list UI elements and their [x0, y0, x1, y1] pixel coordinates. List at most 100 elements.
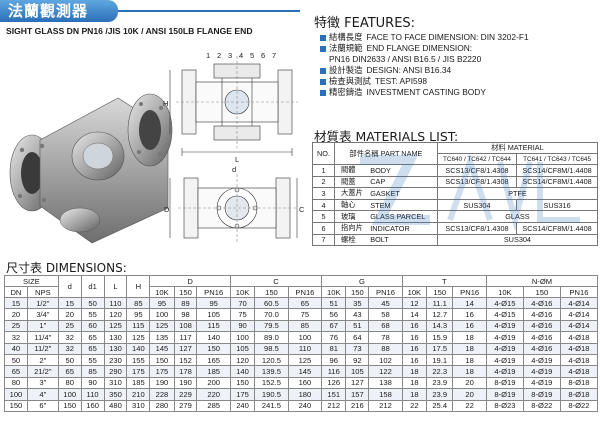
dimension-cell: 60.5 — [254, 296, 289, 310]
dimension-cell: 8-Ø19 — [485, 388, 524, 401]
mat-cell-material-b: SCS14/CF8M/1.4408 — [516, 164, 598, 177]
dimension-cell: 22.3 — [426, 365, 454, 378]
dimension-cell: 115 — [126, 319, 151, 333]
dimension-cell: 4-Ø18 — [559, 353, 599, 367]
dimension-cell: 157 — [345, 388, 370, 401]
bullet-square-icon — [320, 57, 326, 63]
dimension-cell: 8-Ø22 — [559, 399, 599, 412]
mat-cell-no: 4 — [312, 198, 335, 212]
dimension-cell: 175 — [126, 365, 151, 378]
dim-label-small-d: d — [232, 165, 236, 174]
dimension-cell: 4-Ø15 — [485, 308, 524, 321]
dimension-cell: 76 — [321, 331, 347, 344]
dimension-cell: 14 — [452, 296, 487, 310]
dimension-cell: 200 — [196, 376, 231, 390]
dimension-cell: 75 — [287, 308, 323, 321]
dimension-cell: 80 — [4, 376, 28, 390]
dimension-cell: 110 — [80, 388, 105, 401]
title-rule — [118, 10, 300, 12]
dimension-cell: 216 — [345, 399, 370, 412]
callout-3: 3 — [228, 51, 232, 60]
dim-label-l: L — [235, 155, 239, 164]
dimension-cell: 58 — [368, 308, 403, 321]
dim-sub-t-10k: 10K — [401, 286, 428, 298]
dim-sub-d-150: 150 — [173, 286, 198, 298]
dimension-cell: 70.0 — [254, 308, 289, 321]
dimension-cell: 4-Ø16 — [522, 319, 561, 333]
dimension-cell: 175 — [149, 365, 175, 378]
dimension-cell: 4-Ø19 — [485, 319, 524, 333]
dimension-cell: 55 — [80, 353, 105, 367]
feature-text-en: TEST: API598 — [374, 76, 428, 86]
dimension-cell: 25 — [57, 319, 82, 333]
dimension-cell: 279 — [173, 399, 198, 412]
dim-head-dn: DN — [4, 286, 28, 298]
dimension-cell: 21/2" — [26, 365, 59, 378]
dim-head-l: L — [103, 275, 128, 298]
dimension-cell: 18 — [452, 353, 487, 367]
dimension-cell: 230 — [103, 353, 128, 367]
dim-sub-d-pn16: PN16 — [196, 286, 231, 298]
callout-6: 6 — [261, 51, 265, 60]
mat-cell-material-a: PTFE — [436, 187, 599, 200]
dimension-cell: 40 — [4, 342, 28, 355]
dimension-cell: 65 — [287, 296, 323, 310]
dimension-cell: 22 — [452, 399, 487, 412]
dimension-cell: 51 — [321, 296, 347, 310]
dimension-cell: 122 — [368, 365, 403, 378]
dimension-cell: 18 — [401, 365, 428, 378]
dimension-cell: 78 — [368, 331, 403, 344]
dim-sub-n-150: 150 — [522, 286, 561, 298]
dimension-cell: 4" — [26, 388, 59, 401]
mat-cell-material-a: GLASS — [436, 210, 599, 223]
mat-cell-part-zh: 大蓋片 — [334, 187, 370, 200]
dim-sub-d-10k: 10K — [149, 286, 175, 298]
mat-cell-part-en: STEM — [369, 198, 438, 212]
dimension-cell: 290 — [103, 365, 128, 378]
dim-head-n: N-ØM — [485, 275, 599, 287]
dimension-cell: 67 — [321, 319, 347, 333]
section-drawing — [169, 56, 298, 156]
dimension-cell: 280 — [149, 399, 175, 412]
dimension-cell: 20 — [4, 308, 28, 321]
dimension-cell: 95 — [149, 296, 175, 310]
dimension-cell: 4-Ø19 — [522, 376, 561, 390]
dimension-cell: 20 — [57, 308, 82, 321]
dimension-cell: 4-Ø16 — [522, 342, 561, 355]
dimension-cell: 90 — [80, 376, 105, 390]
dimension-cell: 23.9 — [426, 376, 454, 390]
dimension-cell: 228 — [149, 388, 175, 401]
dimension-cell: 115 — [196, 319, 231, 333]
callout-1: 1 — [206, 51, 210, 60]
dimension-cell: 3" — [26, 376, 59, 390]
dimension-cell: 127 — [173, 342, 198, 355]
dim-sub-g-150: 150 — [345, 286, 370, 298]
dimension-cell: 15 — [4, 296, 28, 310]
dimension-cell: 140 — [126, 342, 151, 355]
dimension-cell: 350 — [103, 388, 128, 401]
dimension-cell: 145 — [149, 342, 175, 355]
dimension-cell: 8-Ø19 — [485, 376, 524, 390]
dimension-cell: 150 — [57, 399, 82, 412]
mat-head-b: TC641 / TC643 / TC645 — [516, 153, 598, 165]
dimension-cell: 65 — [4, 365, 28, 378]
dimension-cell: 135 — [149, 331, 175, 344]
dimension-cell: 15 — [57, 296, 82, 310]
dimension-cell: 210 — [126, 388, 151, 401]
dimension-cell: 14.3 — [426, 319, 454, 333]
dimension-cell: 4-Ø14 — [559, 308, 599, 321]
dimension-cell: 1" — [26, 319, 59, 333]
dimension-cell: 116 — [321, 365, 347, 378]
dimension-cell: 120.5 — [254, 353, 289, 367]
mat-cell-material-a: SUS304 — [436, 198, 518, 212]
dimension-cell: 125 — [126, 331, 151, 344]
dimension-cell: 125 — [287, 353, 323, 367]
mat-cell-material-b: SCS14/CF8M/1.4408 — [516, 221, 598, 235]
